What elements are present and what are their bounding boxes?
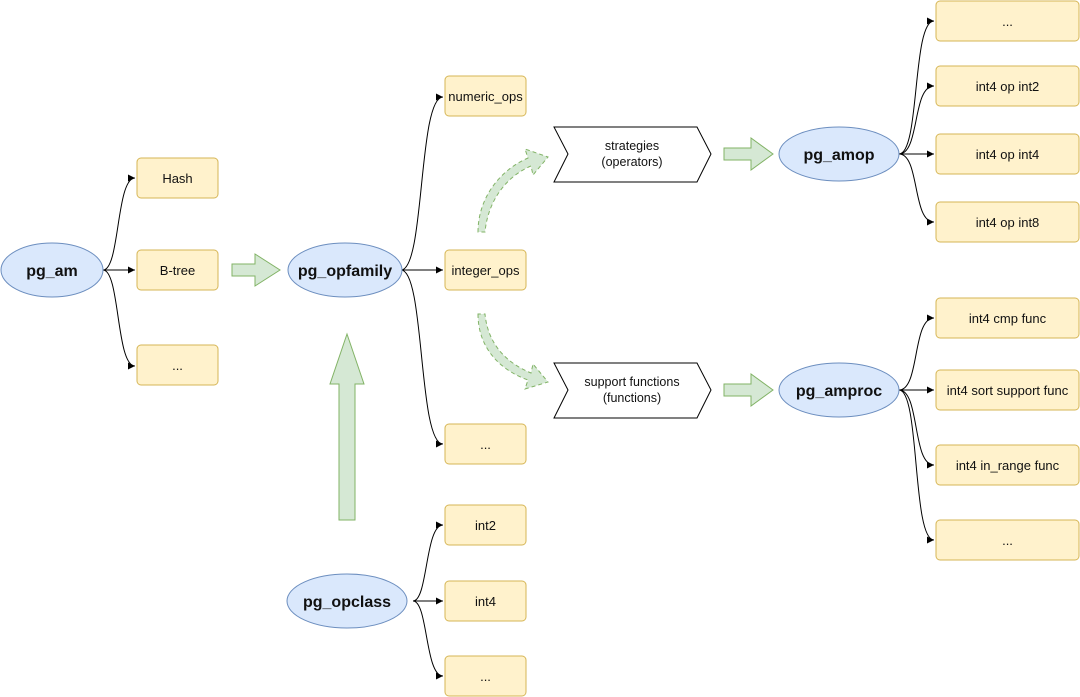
block-arrow-opclass-to-opfamily <box>329 332 365 521</box>
connector-edges <box>102 17 935 680</box>
fam-integer-label: integer_ops <box>452 263 520 278</box>
box-amproc-sort: int4 sort support func <box>935 369 1080 411</box>
support-functions-chevron <box>553 362 712 419</box>
box-am-hash: Hash <box>136 157 219 199</box>
cls-int4-label: int4 <box>475 594 496 609</box>
block-arrow-strategies-to-amop <box>723 137 774 171</box>
support-functions-sublabel: (functions) <box>603 391 661 405</box>
box-amop-int2: int4 op int2 <box>935 65 1080 107</box>
strategies-step: strategies (operators) <box>553 126 712 183</box>
am-btree-label: B-tree <box>160 263 195 278</box>
pg-amop-label: pg_amop <box>803 147 874 164</box>
amop-int8-label: int4 op int8 <box>976 215 1040 230</box>
cls-more-label: ... <box>480 669 491 684</box>
box-am-btree: B-tree <box>136 249 219 291</box>
box-amproc-more: ... <box>935 519 1080 561</box>
edge-opfamily-more <box>400 269 444 448</box>
am-more-label: ... <box>172 358 183 373</box>
edge-amop-int8 <box>898 153 935 226</box>
am-hash-label: Hash <box>162 171 192 186</box>
amproc-cmp-label: int4 cmp func <box>969 311 1047 326</box>
box-fam-numeric: numeric_ops <box>444 75 527 117</box>
node-pg-amop: pg_amop <box>778 126 900 182</box>
block-arrow-support-to-amproc <box>723 373 774 407</box>
dashed-arrow-to-support <box>477 313 549 390</box>
box-cls-more: ... <box>444 655 527 697</box>
edge-amproc-more <box>898 389 935 544</box>
node-pg-am: pg_am <box>0 242 104 298</box>
edge-amop-more <box>898 17 935 155</box>
dashed-arrow-to-strategies <box>477 148 549 233</box>
amproc-range-label: int4 in_range func <box>956 458 1060 473</box>
amproc-more-label: ... <box>1002 533 1013 548</box>
node-pg-amproc: pg_amproc <box>778 362 900 418</box>
box-amproc-range: int4 in_range func <box>935 444 1080 486</box>
node-pg-opclass: pg_opclass <box>286 573 408 629</box>
support-functions-step: support functions (functions) <box>553 362 712 419</box>
amop-more-label: ... <box>1002 14 1013 29</box>
edge-am-more <box>102 269 136 370</box>
box-cls-int4: int4 <box>444 580 527 622</box>
strategies-label: strategies <box>605 139 659 153</box>
amop-int4-label: int4 op int4 <box>976 147 1040 162</box>
edge-amop-int2 <box>898 82 935 155</box>
fam-numeric-label: numeric_ops <box>448 89 523 104</box>
box-fam-integer: integer_ops <box>444 249 527 291</box>
node-pg-opfamily: pg_opfamily <box>287 242 403 298</box>
block-arrows <box>231 137 774 521</box>
fam-more-label: ... <box>480 437 491 452</box>
box-amop-int4: int4 op int4 <box>935 133 1080 175</box>
edge-opclass-more <box>412 600 444 680</box>
box-am-more: ... <box>136 344 219 386</box>
strategies-sublabel: (operators) <box>601 155 662 169</box>
dashed-curved-arrows <box>477 148 549 390</box>
edge-amproc-cmp <box>898 314 935 391</box>
amop-int2-label: int4 op int2 <box>976 79 1040 94</box>
edge-am-hash <box>102 174 136 271</box>
amproc-sort-label: int4 sort support func <box>947 383 1069 398</box>
box-cls-int2: int2 <box>444 504 527 546</box>
catalog-nodes: pg_am pg_opfamily pg_opclass pg_amop pg_… <box>0 126 900 629</box>
support-functions-label: support functions <box>584 375 679 389</box>
box-amproc-cmp: int4 cmp func <box>935 297 1080 339</box>
strategies-chevron <box>553 126 712 183</box>
box-amop-int8: int4 op int8 <box>935 201 1080 243</box>
pg-opfamily-label: pg_opfamily <box>298 263 392 280</box>
pg-amproc-label: pg_amproc <box>796 383 882 400</box>
pg-opclass-label: pg_opclass <box>303 594 391 611</box>
block-arrow-am-to-opfamily <box>231 253 281 287</box>
box-fam-more: ... <box>444 423 527 465</box>
cls-int2-label: int2 <box>475 518 496 533</box>
edge-amproc-range <box>898 389 935 469</box>
item-boxes: Hash B-tree ... numeric_ops integer_ops … <box>136 0 1080 697</box>
pg-am-label: pg_am <box>26 263 78 280</box>
edge-opfamily-numeric <box>400 93 444 271</box>
box-amop-more: ... <box>935 0 1080 42</box>
edge-opclass-int2 <box>412 521 444 602</box>
